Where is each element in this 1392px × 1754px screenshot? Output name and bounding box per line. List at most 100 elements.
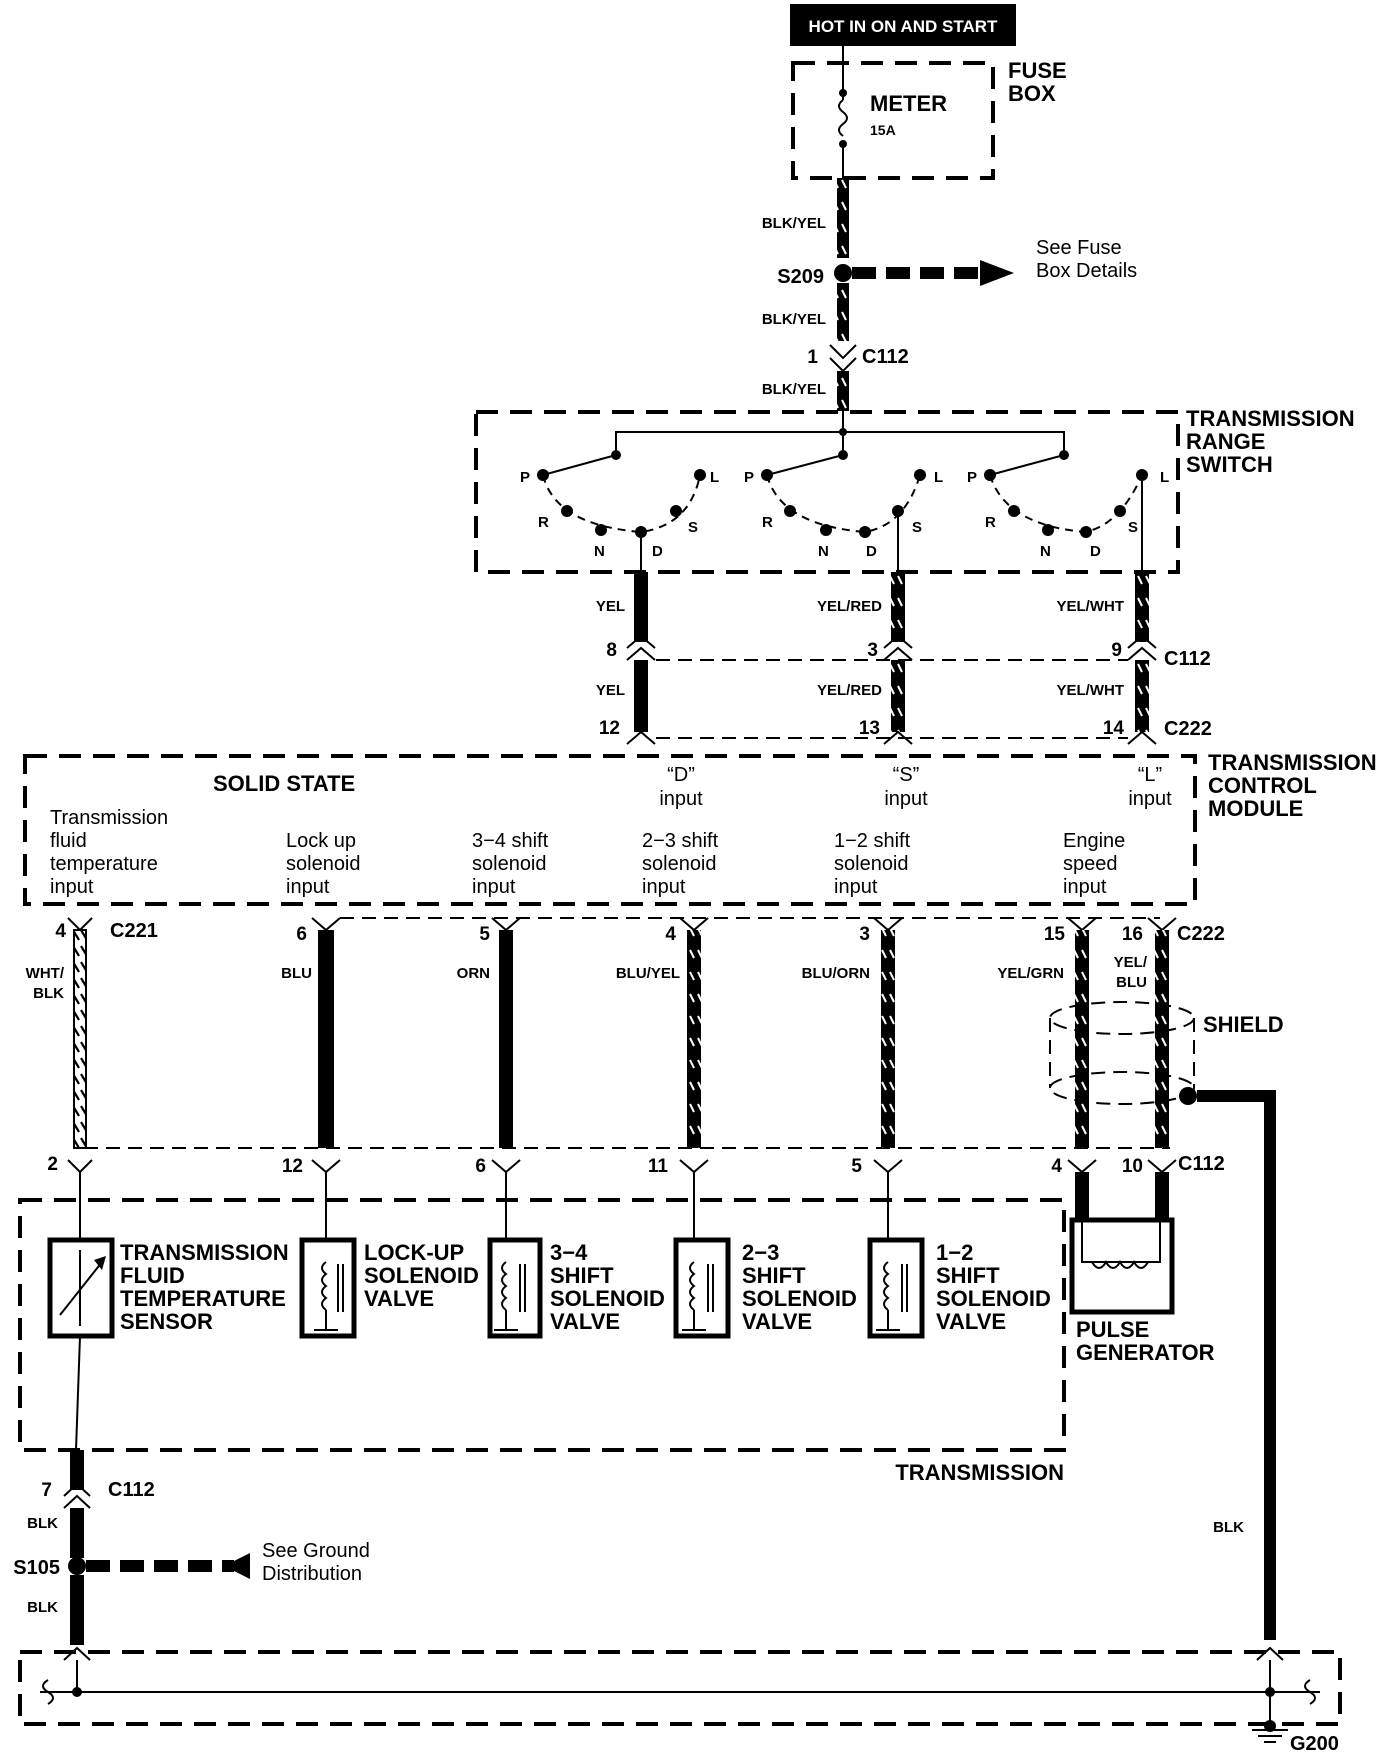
- svg-text:R: R: [985, 514, 996, 531]
- svg-text:8: 8: [606, 640, 617, 661]
- power-source-label: HOT IN ON AND START: [790, 4, 1016, 46]
- svg-text:SWITCH: SWITCH: [1186, 452, 1273, 477]
- svg-text:3−4: 3−4: [550, 1240, 588, 1265]
- ground-circuit: 7 C112 BLK S105 See Ground Distribution …: [13, 1450, 1342, 1754]
- svg-text:P: P: [744, 469, 754, 486]
- svg-text:3: 3: [859, 924, 870, 945]
- svg-text:2−3 shift: 2−3 shift: [642, 830, 719, 852]
- svg-text:YEL/: YEL/: [1114, 954, 1148, 971]
- svg-text:SOLENOID: SOLENOID: [742, 1286, 857, 1311]
- svg-text:See Ground: See Ground: [262, 1540, 370, 1562]
- svg-text:input: input: [1063, 876, 1107, 898]
- svg-text:D: D: [866, 543, 877, 560]
- svg-text:BLK/YEL: BLK/YEL: [762, 215, 826, 232]
- svg-text:“D”: “D”: [667, 764, 695, 786]
- svg-text:BOX: BOX: [1008, 81, 1056, 106]
- svg-text:input: input: [659, 788, 703, 810]
- svg-text:YEL/WHT: YEL/WHT: [1057, 682, 1125, 699]
- svg-text:Lock up: Lock up: [286, 830, 356, 852]
- svg-text:BLK: BLK: [27, 1599, 58, 1616]
- svg-text:D: D: [652, 543, 663, 560]
- svg-text:fluid: fluid: [50, 830, 87, 852]
- svg-text:LOCK-UP: LOCK-UP: [364, 1240, 464, 1265]
- svg-text:R: R: [538, 514, 549, 531]
- svg-text:9: 9: [1111, 640, 1122, 661]
- svg-text:C112: C112: [108, 1479, 155, 1501]
- svg-text:C222: C222: [1177, 923, 1225, 945]
- svg-text:SOLENOID: SOLENOID: [550, 1286, 665, 1311]
- svg-text:GENERATOR: GENERATOR: [1076, 1340, 1215, 1365]
- shift-12-solenoid-valve: 1−2 SHIFT SOLENOID VALVE: [867, 1172, 1051, 1339]
- svg-text:1: 1: [807, 347, 818, 368]
- svg-text:L: L: [1160, 469, 1169, 486]
- svg-text:SOLENOID: SOLENOID: [364, 1263, 479, 1288]
- svg-text:SHIFT: SHIFT: [936, 1263, 1000, 1288]
- svg-text:BLK: BLK: [33, 985, 64, 1002]
- splice-s209: [834, 264, 852, 282]
- svg-text:VALVE: VALVE: [742, 1309, 812, 1334]
- svg-text:SENSOR: SENSOR: [120, 1309, 213, 1334]
- svg-text:S105: S105: [13, 1557, 60, 1579]
- svg-text:G200: G200: [1290, 1733, 1339, 1754]
- svg-text:D: D: [1090, 543, 1101, 560]
- svg-text:input: input: [50, 876, 94, 898]
- svg-text:TRANSMISSION: TRANSMISSION: [1208, 750, 1377, 775]
- fuse-name: METER: [870, 91, 947, 116]
- svg-text:N: N: [594, 543, 605, 560]
- svg-text:YEL/WHT: YEL/WHT: [1057, 598, 1125, 615]
- svg-text:S: S: [688, 519, 698, 536]
- svg-text:speed: speed: [1063, 853, 1118, 875]
- svg-text:input: input: [286, 876, 330, 898]
- svg-text:VALVE: VALVE: [364, 1286, 434, 1311]
- svg-text:HOT IN ON AND START: HOT IN ON AND START: [809, 17, 998, 36]
- svg-text:RANGE: RANGE: [1186, 429, 1265, 454]
- svg-text:solenoid: solenoid: [472, 853, 547, 875]
- lockup-solenoid-valve: LOCK-UP SOLENOID VALVE: [299, 1172, 479, 1339]
- svg-text:4: 4: [55, 921, 66, 942]
- svg-text:P: P: [967, 469, 977, 486]
- svg-text:S209: S209: [777, 266, 824, 288]
- svg-text:ORN: ORN: [457, 965, 490, 982]
- svg-text:5: 5: [479, 924, 490, 945]
- svg-text:YEL/RED: YEL/RED: [817, 598, 882, 615]
- svg-text:Distribution: Distribution: [262, 1563, 362, 1585]
- svg-text:VALVE: VALVE: [550, 1309, 620, 1334]
- svg-text:“S”: “S”: [893, 764, 920, 786]
- svg-text:BLU/ORN: BLU/ORN: [802, 965, 870, 982]
- transmission-control-module: TRANSMISSION CONTROL MODULE SOLID STATE …: [23, 750, 1377, 906]
- svg-text:solenoid: solenoid: [834, 853, 909, 875]
- svg-text:SOLENOID: SOLENOID: [936, 1286, 1051, 1311]
- svg-text:PULSE: PULSE: [1076, 1317, 1149, 1342]
- svg-text:2: 2: [47, 1154, 58, 1175]
- feed-wire: BLK/YEL S209 See Fuse Box Details BLK/YE…: [762, 178, 1137, 411]
- svg-text:L: L: [710, 469, 719, 486]
- svg-text:BLU: BLU: [281, 965, 312, 982]
- svg-text:input: input: [834, 876, 878, 898]
- svg-text:YEL/RED: YEL/RED: [817, 682, 882, 699]
- svg-text:YEL/GRN: YEL/GRN: [997, 965, 1064, 982]
- svg-text:2−3: 2−3: [742, 1240, 779, 1265]
- svg-text:7: 7: [41, 1480, 52, 1501]
- range-output-wires: YEL 8 YEL 12 YEL/RED 3 YEL/RED 13 YEL/WH…: [596, 572, 1212, 745]
- svg-text:“L”: “L”: [1138, 764, 1162, 786]
- transmission-box: TRANSMISSION TRANSMISSION FLUID TEMPERAT…: [18, 1172, 1066, 1485]
- svg-text:Engine: Engine: [1063, 830, 1125, 852]
- svg-text:16: 16: [1122, 924, 1143, 945]
- svg-text:BLK: BLK: [1213, 1519, 1244, 1536]
- svg-text:TEMPERATURE: TEMPERATURE: [120, 1286, 286, 1311]
- svg-text:TRANSMISSION: TRANSMISSION: [120, 1240, 289, 1265]
- svg-text:SHIELD: SHIELD: [1203, 1012, 1284, 1037]
- transmission-range-switch: TRANSMISSION RANGE SWITCH P R N D S L P …: [474, 406, 1355, 574]
- svg-text:MODULE: MODULE: [1208, 796, 1303, 821]
- svg-text:BLK/YEL: BLK/YEL: [762, 381, 826, 398]
- svg-text:6: 6: [475, 1156, 486, 1177]
- svg-text:C112: C112: [862, 346, 909, 368]
- svg-text:SOLID STATE: SOLID STATE: [213, 771, 355, 796]
- svg-text:15: 15: [1044, 924, 1066, 945]
- svg-text:BLK/YEL: BLK/YEL: [762, 311, 826, 328]
- svg-text:input: input: [884, 788, 928, 810]
- svg-text:TRANSMISSION: TRANSMISSION: [895, 1460, 1064, 1485]
- shift-23-solenoid-valve: 2−3 SHIFT SOLENOID VALVE: [673, 1172, 857, 1339]
- svg-text:11: 11: [648, 1156, 669, 1177]
